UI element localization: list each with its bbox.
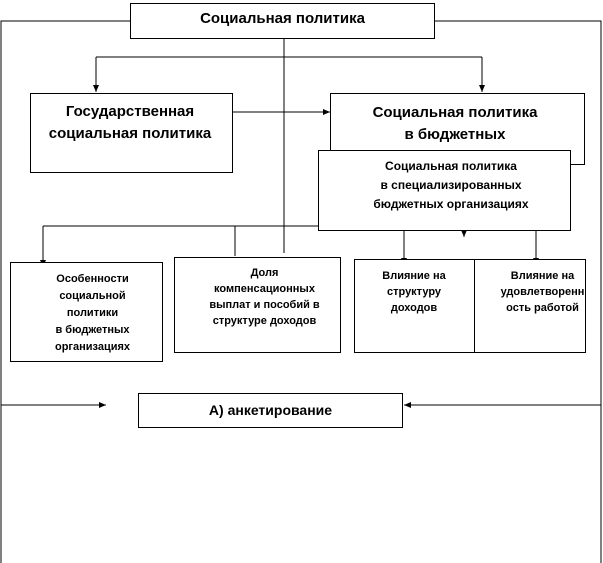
specialized-policy-box bbox=[318, 150, 571, 231]
survey-label: А) анкетирование bbox=[208, 402, 333, 418]
influence-satisfaction-label: Влияние на удовлетворенн ость работой bbox=[500, 270, 585, 314]
influence-income-label: Влияние на структуру доходов bbox=[382, 270, 446, 314]
state-policy-label: Государственная социальная политика bbox=[48, 103, 212, 142]
features-box bbox=[10, 262, 163, 362]
share-label: Доля компенсационных выплат и пособий в … bbox=[209, 267, 320, 327]
influence-income-box bbox=[354, 259, 475, 353]
root-label: Социальная политика bbox=[200, 10, 365, 27]
influence-satisfaction-box bbox=[474, 259, 586, 353]
features-label: Особенности социальной политики в бюджет… bbox=[54, 273, 131, 353]
specialized-policy-label: Социальная политика в специализированных… bbox=[373, 159, 529, 211]
root-box bbox=[130, 3, 435, 39]
state-policy-box bbox=[30, 93, 233, 173]
survey-box bbox=[138, 393, 403, 428]
share-box bbox=[174, 257, 341, 353]
budget-policy-label: Социальная политика в бюджетных bbox=[372, 104, 538, 143]
